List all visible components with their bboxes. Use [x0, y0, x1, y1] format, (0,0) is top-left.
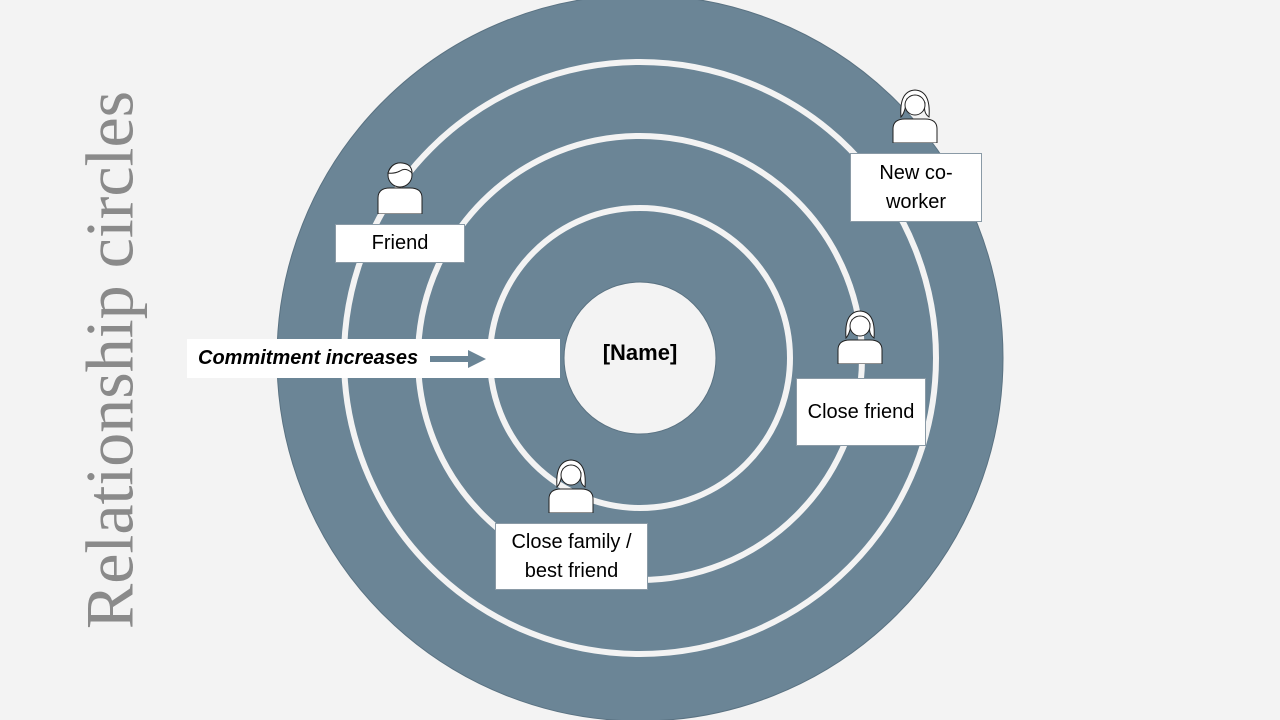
commitment-label: Commitment increases — [187, 339, 560, 378]
label-close-friend: Close friend — [796, 378, 926, 446]
center-circle — [563, 281, 717, 435]
commitment-text: Commitment increases — [198, 347, 419, 369]
label-friend: Friend — [335, 224, 465, 263]
person-female-icon — [548, 459, 594, 513]
label-close-family: Close family / best friend — [495, 523, 648, 590]
person-male-icon — [377, 162, 423, 214]
slide-title: Relationship circles — [71, 90, 148, 630]
person-female-icon — [892, 89, 938, 143]
center-name: [Name] — [602, 340, 678, 365]
arrow-right-icon — [430, 349, 487, 368]
label-new-coworker: New co-worker — [850, 153, 982, 222]
person-female-icon — [837, 310, 883, 364]
